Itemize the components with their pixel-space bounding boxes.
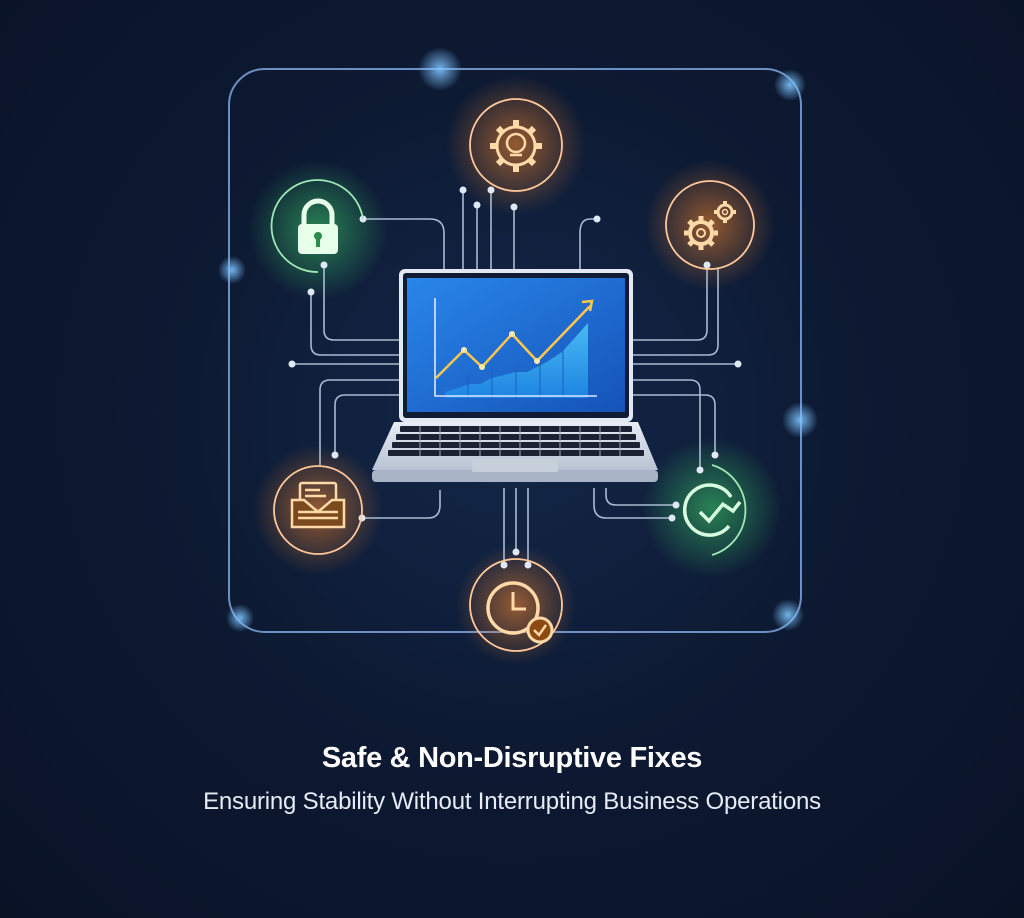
keyboard: [388, 426, 644, 456]
laptop-icon: [372, 269, 658, 482]
clock-check-icon: [486, 581, 554, 644]
automation-ring: [665, 180, 755, 270]
gears-icon: [684, 201, 736, 250]
documents-ring: [273, 465, 363, 555]
page-subtitle: Ensuring Stability Without Interrupting …: [203, 788, 821, 815]
circuit-nodes: [288, 186, 742, 569]
page-title: Safe & Non-Disruptive Fixes: [321, 742, 703, 774]
scheduling-ring: [469, 558, 563, 652]
verified-ring: [711, 464, 747, 556]
settings-ring: [469, 98, 563, 192]
security-ring: [270, 179, 364, 273]
trackpad: [472, 459, 558, 472]
screen-chart: [434, 298, 597, 398]
refresh-check-icon: [682, 483, 742, 537]
document-tray-icon: [290, 481, 346, 529]
circuit-lines: [292, 190, 738, 565]
gear-lightbulb-icon: [490, 120, 542, 172]
padlock-icon: [298, 198, 338, 254]
